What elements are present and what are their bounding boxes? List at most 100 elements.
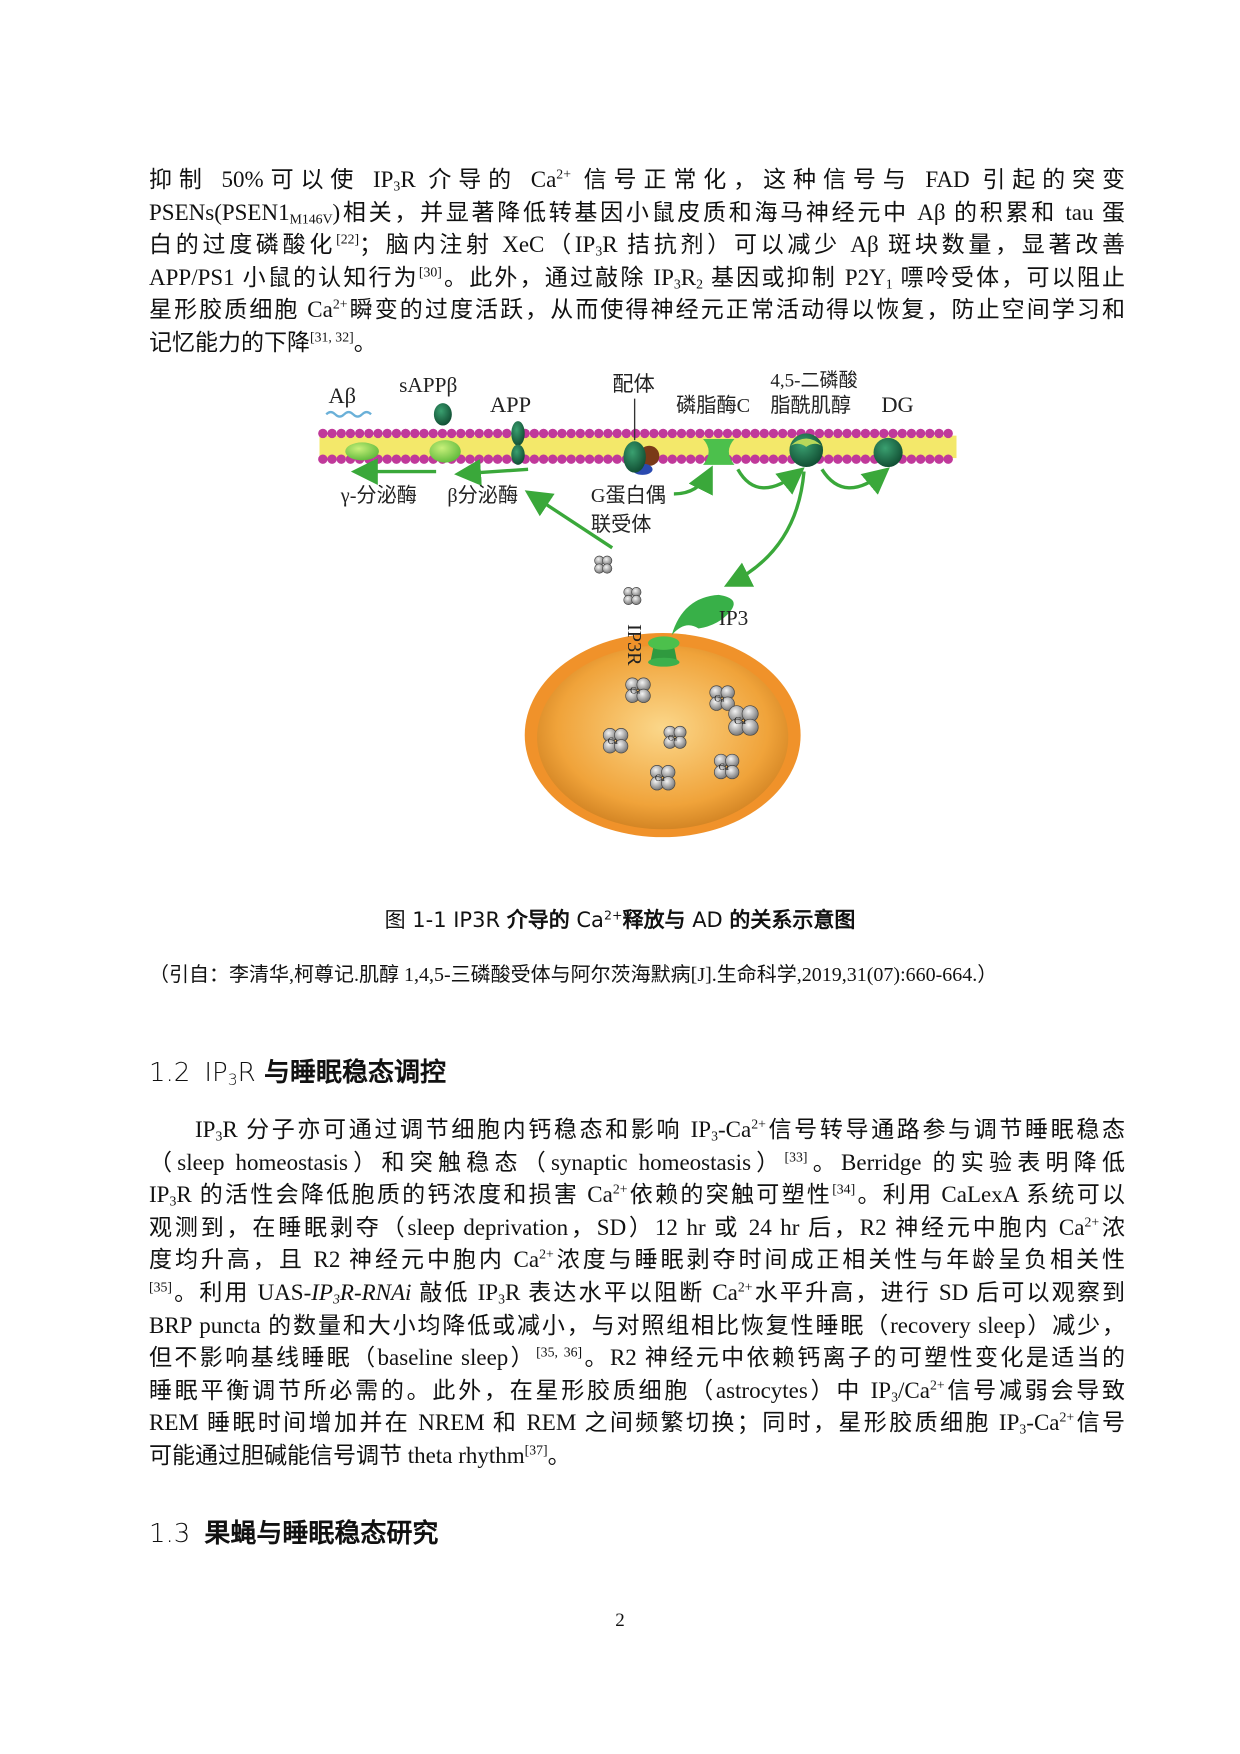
plc-enzyme-icon — [703, 439, 735, 465]
text-run: 3 — [215, 1128, 223, 1144]
text-run: （sleep homeostasis）和突触稳态（synaptic homeos… — [149, 1149, 785, 1175]
phospholipid-head — [750, 454, 760, 464]
phospholipid-head — [640, 428, 650, 439]
text-run: [22] — [336, 231, 360, 247]
phospholipid-head — [823, 428, 834, 439]
phospholipid-head — [851, 428, 861, 439]
section-title-suffix: R — [237, 1058, 264, 1088]
phospholipid-head — [814, 428, 825, 439]
phospholipid-head — [483, 428, 494, 439]
text-line: APP/PS1 小鼠的认知行为[30]。此外，通过敲除 IP3R2 基因或抑制 … — [149, 262, 1125, 295]
label-dg: DG — [881, 392, 913, 417]
phospholipid-head — [373, 428, 383, 439]
text-run: -Ca — [1026, 1410, 1060, 1436]
text-run: 3 — [169, 1193, 177, 1209]
text-line: BRP puncta 的数量和大小均降低或减小，与对照组相比恢复性睡眠（reco… — [149, 1310, 1125, 1343]
phospholipid-head — [860, 454, 871, 464]
phospholipid-head — [336, 428, 346, 439]
phospholipid-head — [658, 428, 668, 439]
calcium-ion-cluster — [594, 555, 613, 574]
phospholipid-head — [345, 428, 356, 439]
phospholipid-head — [584, 428, 595, 439]
phospholipid-head — [676, 454, 687, 464]
text-run: 2+ — [1084, 1214, 1100, 1230]
phospholipid-head — [538, 428, 549, 439]
section-number: 1.2 — [149, 1058, 191, 1088]
phospholipid-head — [612, 428, 622, 439]
phospholipid-head — [879, 428, 889, 439]
text-run: 记忆能力的下降 — [149, 329, 310, 355]
calcium-ion-cluster: Ca — [728, 705, 759, 736]
label-ip3r: IP3R — [623, 624, 645, 666]
text-run: 。 — [353, 329, 377, 355]
text-line: （sleep homeostasis）和突触稳态（synaptic homeos… — [149, 1147, 1125, 1180]
phospholipid-head — [722, 428, 733, 439]
sappb-protein-icon — [433, 403, 452, 426]
ip3r-base-icon — [648, 657, 680, 667]
text-run: 信号 — [1074, 1410, 1125, 1436]
phospholipid-head — [538, 454, 549, 464]
text-run: 3 — [673, 276, 681, 292]
phospholipid-head — [906, 454, 917, 464]
text-run: 3 — [595, 243, 603, 259]
caption-text: 的关系示意图 — [729, 908, 856, 932]
phospholipid-head — [465, 428, 475, 439]
phospholipid-head — [731, 454, 742, 464]
phospholipid-head — [823, 454, 834, 464]
text-run: 信号转导通路参与调节睡眠稳态 — [765, 1117, 1126, 1142]
ip3r-channel-icon — [650, 645, 678, 663]
phospholipid-head — [529, 428, 540, 439]
label-plc: 磷脂酶C — [676, 394, 750, 417]
text-run: 。Berridge 的实验表明降低 — [807, 1149, 1125, 1175]
text-line: 记忆能力的下降[31, 32]。 — [149, 327, 1125, 360]
text-run: 3 — [1019, 1421, 1027, 1437]
phospholipid-head — [400, 454, 411, 464]
section-title: 与睡眠稳态调控 — [263, 1058, 446, 1088]
phospholipid-head — [483, 454, 494, 464]
phospholipid-head — [768, 428, 779, 439]
arrow-plc-pip2 — [736, 467, 805, 495]
text-line: 观测到，在睡眠剥夺（sleep deprivation，SD）12 hr 或 2… — [149, 1212, 1125, 1245]
arrow-beta — [454, 459, 529, 486]
phospholipid-head — [419, 428, 429, 439]
phospholipid-head — [382, 428, 392, 439]
arrow-pip2-dg — [820, 467, 890, 495]
label-app: APP — [490, 392, 531, 417]
arrow-gpcr-plc — [673, 465, 713, 496]
label-gpcr-line1: G蛋白偶 — [591, 484, 666, 507]
text-run: R 分子亦可通过调节细胞内钙稳态和影响 IP — [222, 1117, 712, 1142]
phospholipid-head — [327, 454, 337, 464]
ip3-molecule-icon — [671, 594, 734, 636]
phospholipid-head — [382, 454, 392, 464]
caption-ca: Ca — [569, 908, 604, 932]
phospholipid-head — [741, 428, 751, 439]
phospholipid-head — [925, 428, 935, 439]
phospholipid-head — [915, 428, 926, 439]
phospholipid-head — [777, 454, 788, 464]
phospholipid-head — [594, 428, 604, 439]
phospholipid-head — [410, 454, 420, 464]
svg-text:Ca: Ca — [655, 773, 665, 783]
text-run: 但不影响基线睡眠（baseline sleep） — [149, 1345, 537, 1371]
phospholipid-head — [787, 428, 797, 439]
phospholipid-head — [502, 428, 512, 439]
text-line: [35]。利用 UAS-IP3R-RNAi 敲低 IP3R 表达水平以阻断 Ca… — [149, 1277, 1125, 1310]
label-sappb: sAPPβ — [399, 373, 457, 397]
figure-citation: （引自：李清华,柯尊记.肌醇 1,4,5-三磷酸受体与阿尔茨海默病[J].生命科… — [149, 964, 998, 986]
text-line: 星形胶质细胞 Ca2+瞬变的过度活跃，从而使得神经元正常活动得以恢复，防止空间学… — [149, 294, 1125, 327]
text-run: 。利用 CaLexA 系统可以 — [855, 1182, 1126, 1208]
gpcr-icon — [623, 441, 646, 473]
label-pip2-line1: 4,5-二磷酸 — [770, 369, 857, 391]
label-pip2-line2: 脂酰肌醇 — [770, 394, 851, 417]
text-run: 。利用 UAS- — [172, 1279, 312, 1305]
text-run: M146V — [289, 211, 333, 227]
text-run: 。 — [547, 1442, 571, 1468]
phospholipid-head — [318, 454, 328, 464]
text-run: 3 — [332, 1291, 340, 1307]
calcium-ion-cluster: Ca — [663, 725, 687, 749]
phospholipid-head — [327, 428, 337, 439]
text-line: PSENs(PSEN1M146V)相关，并显著降低转基因小鼠皮质和海马神经元中 … — [149, 197, 1125, 230]
text-line: 抑制 50%可以使 IP3R 介导的 Ca2+ 信号正常化，这种信号与 FAD … — [149, 164, 1125, 197]
phospholipid-head — [869, 428, 880, 439]
text-run: BRP puncta 的数量和大小均降低或减小，与对照组相比恢复性睡眠（reco… — [149, 1312, 1125, 1338]
